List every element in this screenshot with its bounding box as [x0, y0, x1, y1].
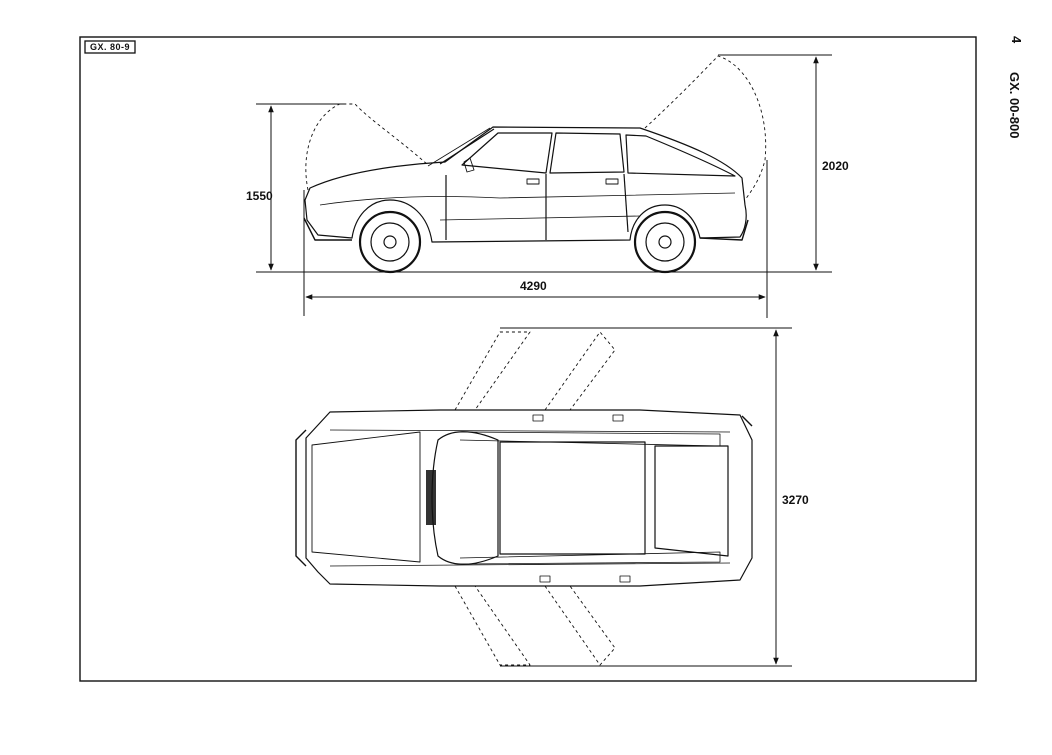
top-body-outline — [305, 409, 753, 587]
front-wheel — [358, 210, 422, 274]
page-number-group: 4 — [1009, 36, 1024, 44]
side-window-rear — [549, 132, 625, 174]
open-doors-top — [454, 331, 616, 666]
top-roof — [499, 441, 646, 555]
open-hood-arc — [305, 103, 429, 191]
dimension-height — [256, 103, 344, 271]
top-hood — [311, 431, 421, 563]
rear-wheel — [633, 210, 697, 274]
open-tailgate-arc — [644, 55, 767, 201]
side-window-front — [461, 132, 553, 174]
dimension-length — [303, 160, 768, 318]
dimension-width-open — [500, 327, 792, 667]
reference-code: GX. 80-9 — [90, 42, 130, 52]
top-windshield — [431, 431, 499, 565]
drawing-frame — [79, 36, 977, 682]
width-open-value: 3270 — [782, 493, 809, 507]
length-value: 4290 — [520, 279, 547, 293]
page-number: 4 — [1009, 36, 1024, 44]
vent-grille — [426, 470, 436, 525]
top-rear-window — [654, 445, 729, 557]
car-body-outline — [304, 126, 747, 243]
height-open-value: 2020 — [822, 159, 849, 173]
top-view — [295, 331, 753, 666]
dimension-height-open — [718, 54, 832, 271]
page-code-group: GX. 00-800 — [1007, 72, 1022, 139]
side-view — [256, 55, 832, 274]
height-value: 1550 — [246, 189, 273, 203]
reference-label: GX. 80-9 — [84, 40, 136, 54]
side-window-quarter — [625, 134, 736, 177]
page-code: GX. 00-800 — [1007, 72, 1022, 139]
